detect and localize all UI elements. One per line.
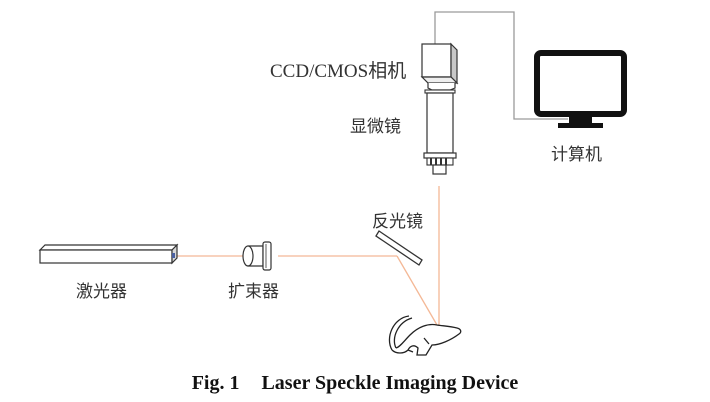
beam-expander-label: 扩束器 — [228, 282, 279, 302]
figure-number: Fig. 1 — [191, 372, 240, 394]
figure-title: Laser Speckle Imaging Device — [261, 372, 519, 394]
laser-icon — [38, 243, 179, 265]
microscope-icon — [423, 89, 457, 175]
mouse-icon — [388, 315, 462, 356]
data-cable — [434, 11, 568, 120]
beam-expander-icon — [242, 241, 272, 271]
camera-label: CCD/CMOS相机 — [270, 61, 407, 82]
laser-label: 激光器 — [76, 282, 127, 302]
mirror-icon — [375, 230, 423, 266]
computer-monitor-icon — [534, 50, 627, 128]
laser-beam — [176, 186, 440, 326]
microscope-label: 显微镜 — [350, 117, 401, 137]
computer-label: 计算机 — [551, 145, 602, 165]
camera-icon — [420, 42, 459, 91]
mirror-label: 反光镜 — [372, 212, 423, 232]
figure-caption: Fig. 1 Laser Speckle Imaging Device — [0, 372, 710, 395]
